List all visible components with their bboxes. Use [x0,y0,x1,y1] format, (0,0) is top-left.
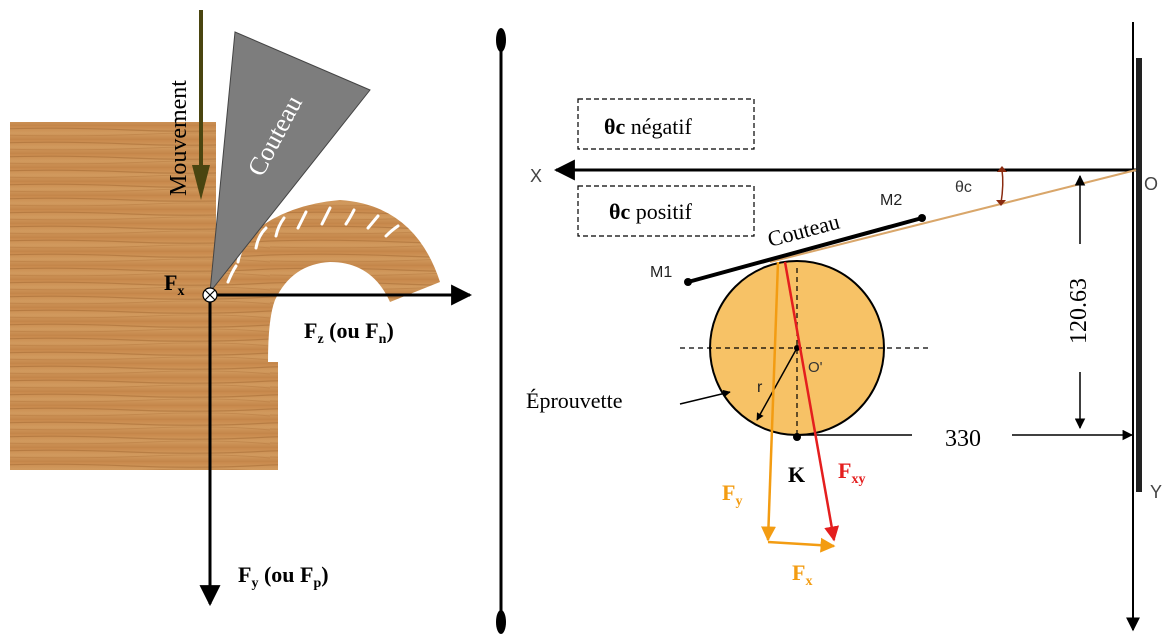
fy-vector [760,261,780,542]
left-panel: Couteau Mouvement Fx Fz (ou Fn) Fy (ou F… [10,10,473,607]
fxy-vector [783,261,840,542]
specimen-pointer [679,389,731,405]
theta-positive-box [577,185,755,237]
m2-label: M2 [880,192,902,209]
fy-label: Fy (ou Fp) [238,562,329,591]
theta-negative-box [577,98,755,150]
m1-label: M1 [650,264,672,281]
fx-out-of-plane-icon [202,287,218,303]
fx-vector [767,537,836,553]
movement-arrow-head [192,165,210,200]
theta-negative-label: θc négatif [604,114,693,139]
specimen-label: Éprouvette [526,388,623,413]
dim-vertical-label: 120.63 [1066,278,1092,344]
m2-point [918,214,926,222]
fy-vector-label: Fy [722,480,742,509]
fz-label: Fz (ou Fn) [304,318,394,347]
theta-arc-arrow [997,166,1007,172]
y-axis-bar [1136,58,1142,492]
y-axis-label: Y [1150,482,1162,502]
k-point [793,433,801,441]
radius-label: r [757,379,763,396]
theta-label: θc [955,179,972,196]
knife-line [687,216,923,284]
knife-line-label: Couteau [765,209,842,252]
radius-arrow [756,347,798,421]
m1-point [684,278,692,286]
center-label: O' [808,359,823,376]
right-panel: θc négatif θc positif X Y O θc M1 M2 Cou… [526,22,1162,632]
movement-label: Mouvement [166,80,192,196]
knife-blade [209,31,371,294]
k-label: K [788,462,805,487]
fxy-vector-label: Fxy [838,458,865,487]
dim-horizontal-label: 330 [945,426,981,452]
theta-arc-arrow-2 [996,200,1006,206]
wood-chip [210,200,440,362]
x-axis-label: X [530,166,542,186]
fx-vector-label: Fx [792,560,812,589]
divider [496,28,506,634]
origin-label: O [1144,174,1158,194]
theta-positive-label: θc positif [609,199,693,224]
theta-arc [1000,169,1004,204]
fx-label: Fx [164,270,184,299]
